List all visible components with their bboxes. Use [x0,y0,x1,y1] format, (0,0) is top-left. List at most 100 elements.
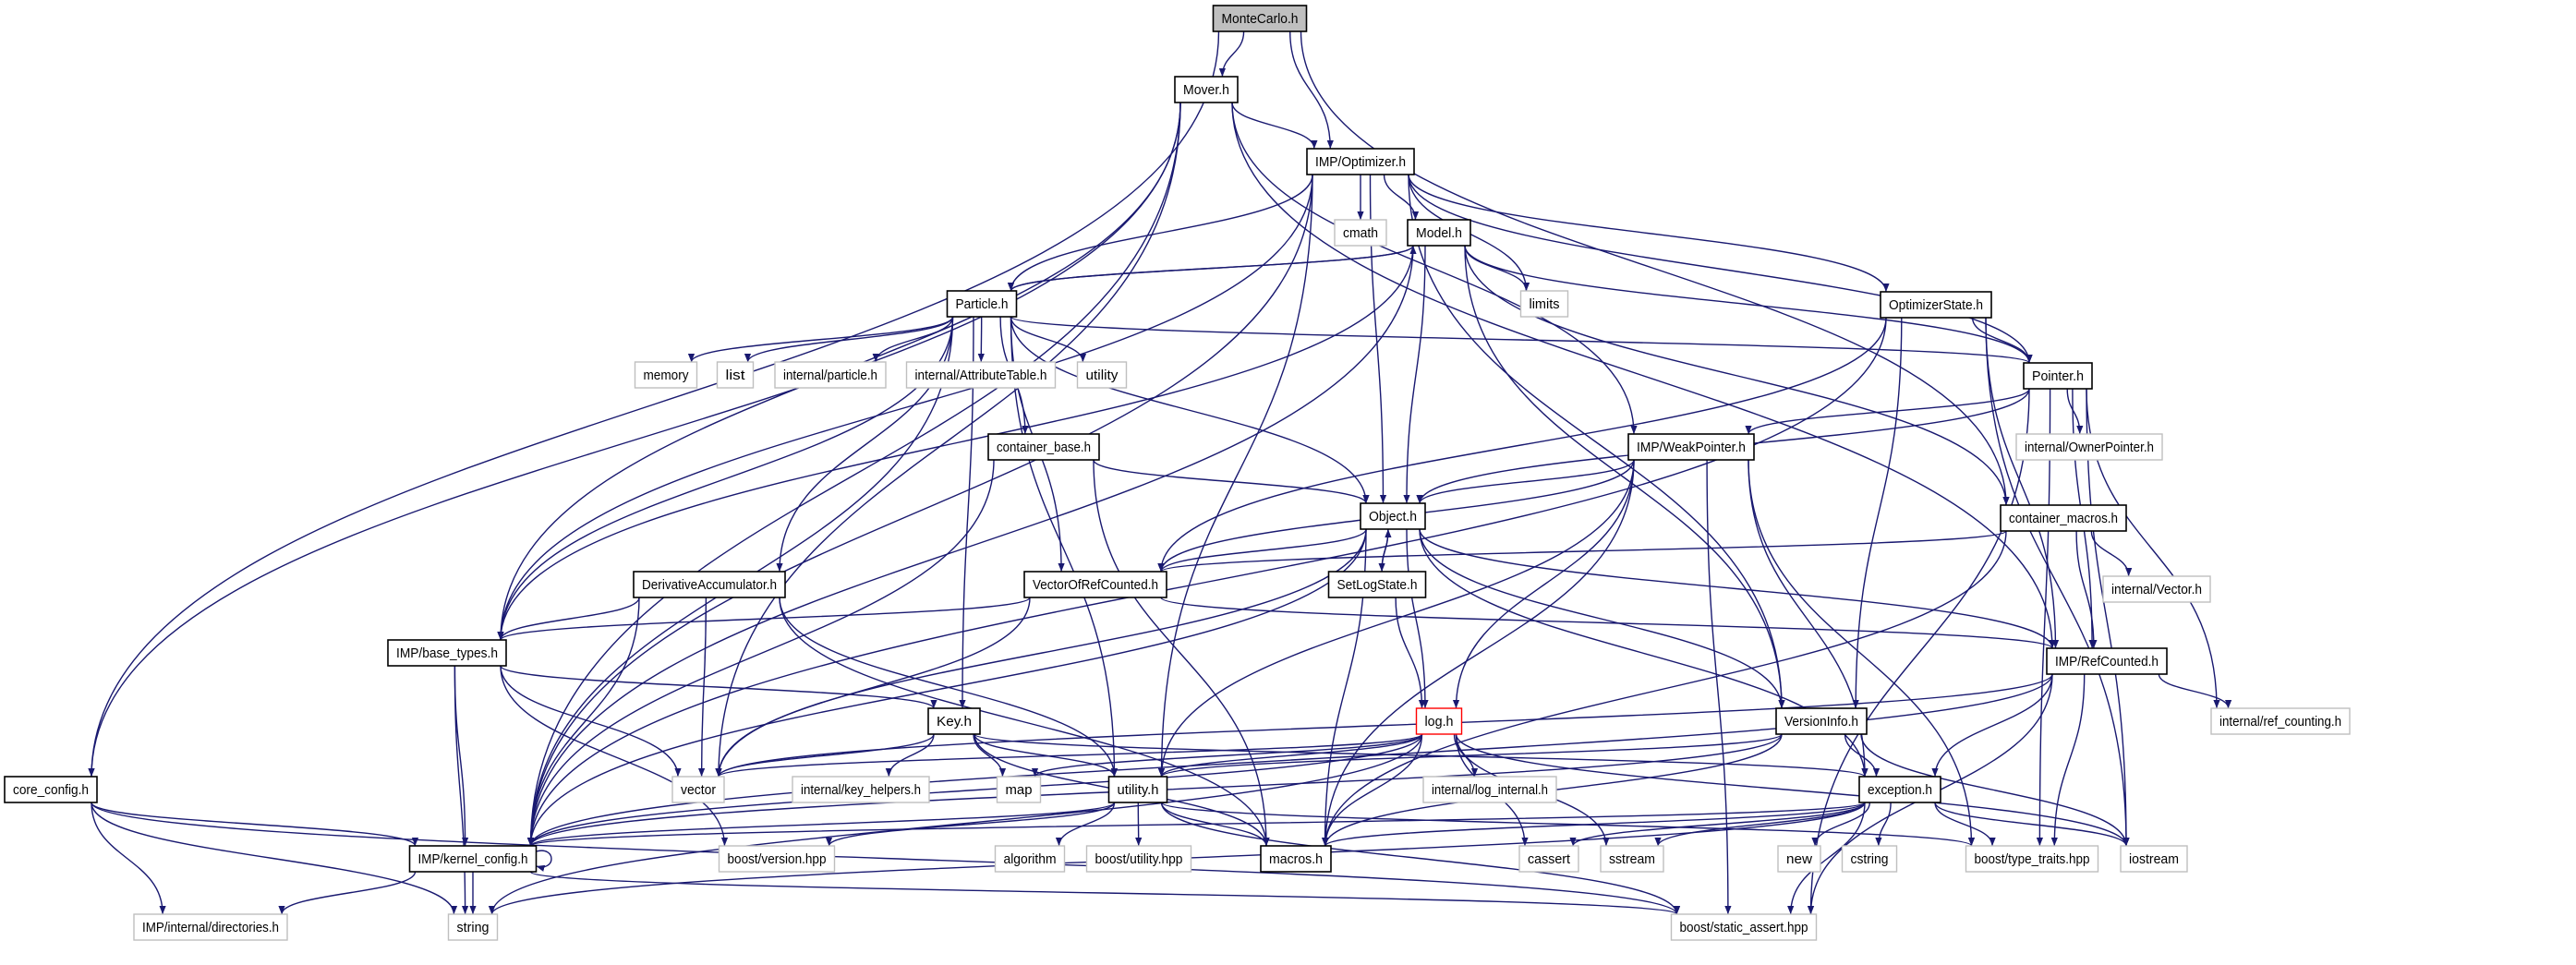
node-log[interactable]: log.h [1415,707,1463,735]
edge-setlogstate-to-object [1381,528,1392,573]
edge-optimizer-to-kernel_config [526,174,1313,847]
node-box [1518,845,1579,873]
node-label: SetLogState.h [1337,577,1418,593]
node-label: VectorOfRefCounted.h [1033,577,1158,593]
node-versioninfo[interactable]: VersionInfo.h [1775,707,1868,735]
node-container_base[interactable]: container_base.h [987,433,1100,461]
edge-utilityh-to-kernel_config [527,802,1116,847]
node-label: internal/Vector.h [2111,582,2202,597]
node-container_macros[interactable]: container_macros.h [2000,504,2127,532]
node-core_config[interactable]: core_config.h [4,776,98,803]
node-memory: memory [634,361,698,389]
node-box [1880,291,1992,319]
node-label: boost/version.hpp [728,851,827,867]
node-box [633,571,786,598]
node-box [1334,219,1387,247]
node-box [2000,504,2127,532]
edge-exception-to-sstream [1654,802,1866,847]
node-object[interactable]: Object.h [1360,502,1426,530]
node-utilityh[interactable]: utility.h [1107,776,1168,803]
node-mover[interactable]: Mover.h [1174,76,1239,103]
node-setlogstate[interactable]: SetLogState.h [1327,571,1427,598]
node-box [1260,845,1332,873]
node-box [1174,76,1239,103]
node-label: cmath [1343,225,1378,241]
edge-utilityh-to-algorithm [1055,802,1116,847]
node-label: internal/log_internal.h [1432,782,1548,798]
edge-weakpointer-to-log [1452,459,1635,709]
edge-exception-to-staticassert [1787,802,1866,915]
node-label: IMP/base_types.h [396,645,498,661]
node-algorithm: algorithm [994,845,1066,873]
edge-pointer-to-staticassert [1807,388,2030,915]
node-box [1965,845,2099,873]
edge-weakpointer-to-object [1416,459,1635,504]
node-model[interactable]: Model.h [1407,219,1471,247]
node-refcounted[interactable]: IMP/RefCounted.h [2046,647,2168,675]
edge-optstate-to-iostream [1985,317,2130,847]
node-deriv[interactable]: DerivativeAccumulator.h [633,571,786,598]
node-box [987,433,1100,461]
node-box [133,913,288,941]
node-label: sstream [1609,851,1655,867]
node-cassert: cassert [1518,845,1579,873]
node-optimizer[interactable]: IMP/Optimizer.h [1306,148,1415,175]
node-label: DerivativeAccumulator.h [642,577,777,593]
node-keyhelpers: internal/key_helpers.h [792,776,930,803]
node-label: memory [644,368,689,383]
node-map: map [996,776,1042,803]
node-label: container_macros.h [2009,511,2118,526]
edge-object-to-vorc [1157,528,1367,573]
edge-pointer-to-typetraits [2036,388,2051,847]
edge-mover-to-weakpointer [1231,102,1638,435]
node-box [447,913,499,941]
edge-model-to-pointer [1464,245,2033,364]
edges-layer [88,30,2232,915]
node-macros[interactable]: macros.h [1260,845,1332,873]
edge-weakpointer-to-staticassert [1706,459,1732,915]
node-monte[interactable]: MonteCarlo.h [1212,5,1308,32]
edge-kernel_config-to-staticassert [529,871,1680,915]
node-box [1023,571,1167,598]
edge-object-to-versioninfo [1419,528,1785,709]
node-label: new [1786,851,1812,867]
edge-optimizer-to-utilityh [1157,174,1313,778]
edge-optimizer-to-optstate [1408,174,1890,293]
edge-monte-to-core_config [88,30,1220,778]
node-label: Object.h [1369,509,1417,525]
edge-mover-to-vector [715,102,1181,778]
edge-optimizer-to-versioninfo [1408,174,1785,709]
node-key[interactable]: Key.h [927,707,981,735]
node-label: boost/utility.hpp [1095,851,1183,867]
node-optstate[interactable]: OptimizerState.h [1880,291,1992,319]
edge-particle-to-list [744,316,954,363]
node-box [1777,845,1821,873]
node-pointer[interactable]: Pointer.h [2023,362,2093,390]
node-exception[interactable]: exception.h [1858,776,1941,803]
node-kernel_config[interactable]: IMP/kernel_config.h [408,845,538,873]
edge-mover-to-optimizer [1231,102,1318,150]
node-weakpointer[interactable]: IMP/WeakPointer.h [1627,433,1755,461]
node-label: IMP/RefCounted.h [2055,654,2159,669]
edge-exception-to-cstring [1875,802,1892,847]
node-label: MonteCarlo.h [1222,11,1299,27]
edge-particle-to-utilityh [1010,316,1119,778]
edge-weakpointer-to-typetraits [1748,459,1976,847]
node-limits: limits [1519,290,1569,318]
edge-base_types-to-key [500,665,937,709]
edge-exception-to-iostream [1934,802,2130,847]
node-vector: vector [671,776,725,803]
node-label: limits [1530,296,1560,312]
node-particle[interactable]: Particle.h [946,290,1018,318]
edge-refcounted-to-kernel_config [527,673,2053,847]
node-boostutility: boost/utility.hpp [1085,845,1192,873]
edge-kernel_config-to-kernel_config [536,850,552,872]
node-vorc[interactable]: VectorOfRefCounted.h [1023,571,1167,598]
node-ownerpointer: internal/OwnerPointer.h [2015,433,2163,461]
node-label: boost/static_assert.hpp [1680,920,1808,935]
node-base_types[interactable]: IMP/base_types.h [387,639,507,667]
node-box [1076,361,1128,389]
node-label: log.h [1425,714,1454,730]
node-string: string [447,913,499,941]
